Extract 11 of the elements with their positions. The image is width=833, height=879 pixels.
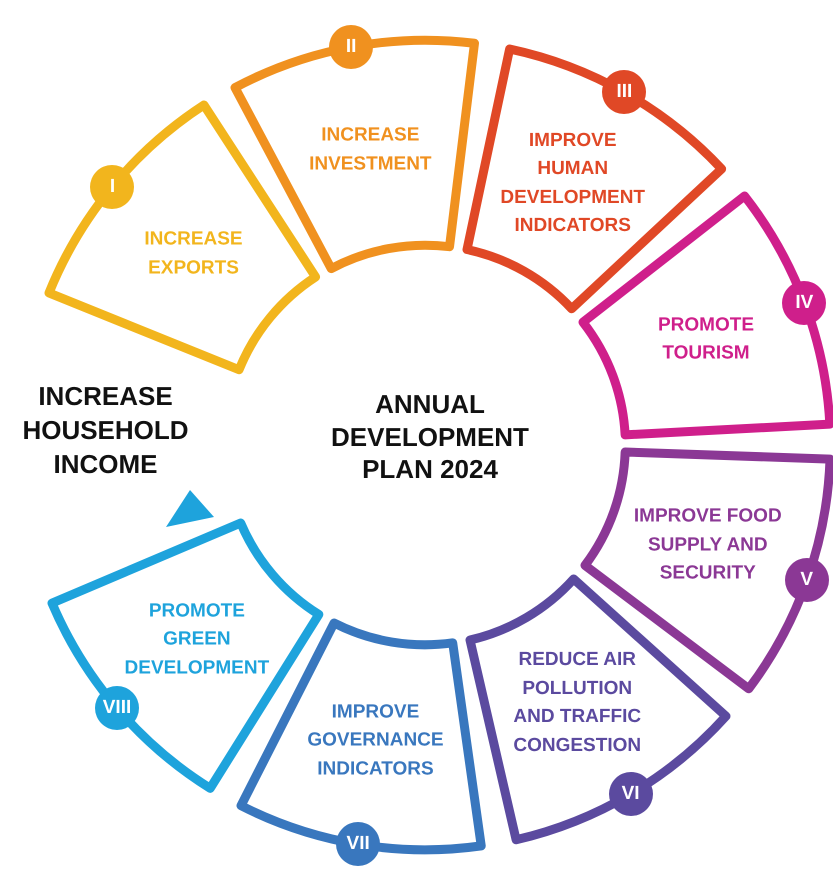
segment-label: PROMOTE GREEN DEVELOPMENT bbox=[124, 599, 270, 680]
diagram-title: ANNUAL DEVELOPMENT PLAN 2024 bbox=[330, 388, 530, 486]
segment-label: INCREASE INVESTMENT bbox=[308, 124, 433, 176]
segment-label: IMPROVE GOVERNANCE INDICATORS bbox=[306, 700, 445, 782]
number-badge: II bbox=[329, 24, 374, 69]
segment-label: REDUCE AIR POLLUTION AND TRAFFIC CONGESTION bbox=[512, 648, 642, 758]
segment-label: PROMOTE TOURISM bbox=[656, 313, 756, 366]
segment-label: IMPROVE HUMAN DEVELOPMENT INDICATORS bbox=[499, 128, 646, 238]
segment-label: IMPROVE FOOD SUPPLY AND SECURITY bbox=[632, 504, 783, 586]
segment-label: INCREASE EXPORTS bbox=[143, 228, 244, 280]
goal-label: INCREASE HOUSEHOLD INCOME bbox=[21, 380, 190, 481]
